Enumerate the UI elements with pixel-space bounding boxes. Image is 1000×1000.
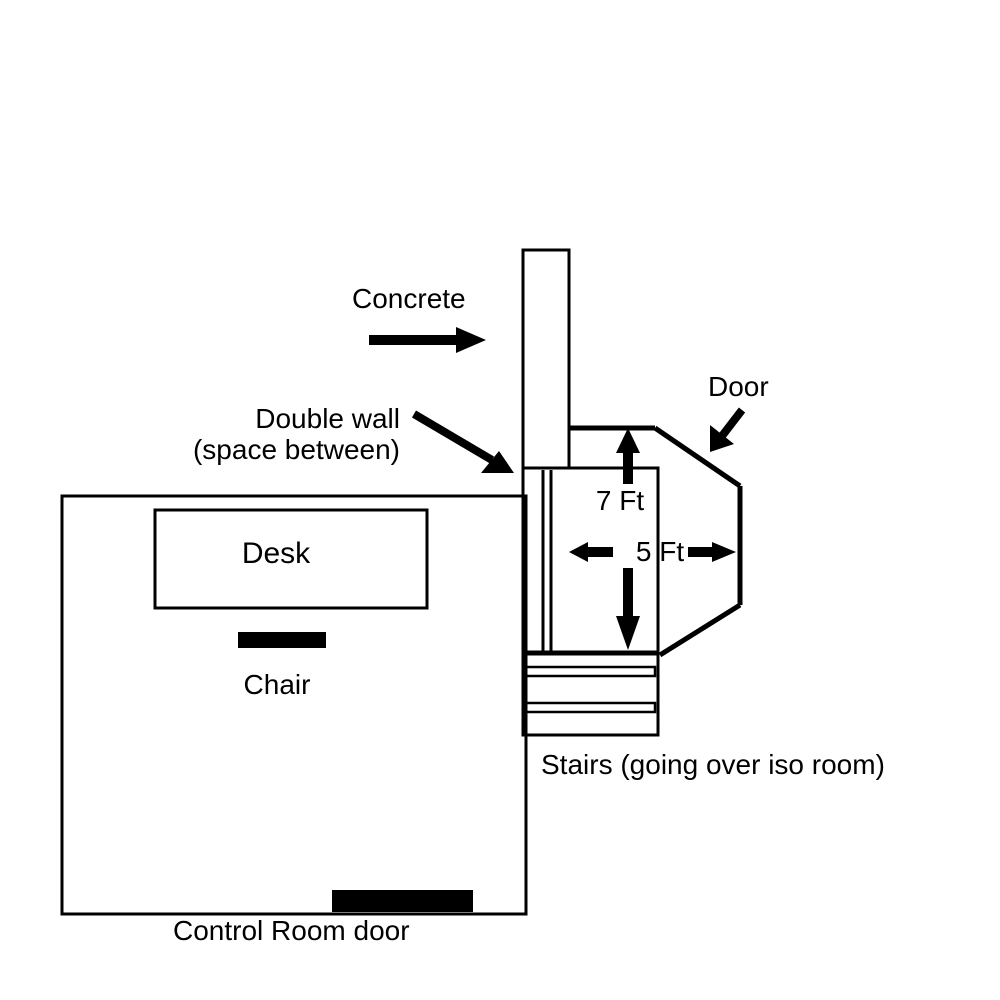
- concrete-label: Concrete: [352, 283, 466, 314]
- chair-label: Chair: [244, 669, 311, 700]
- door-label: Door: [708, 371, 769, 402]
- desk: [153, 508, 429, 610]
- width-dimension-arrow: [569, 542, 736, 562]
- control-room-door: [332, 890, 473, 912]
- concrete-arrow: [369, 327, 486, 353]
- stairs-label: Stairs (going over iso room): [541, 749, 885, 780]
- height-dimension-arrow: [616, 428, 640, 650]
- double-wall-label-line1: Double wall: [255, 403, 400, 434]
- concrete-column: [521, 248, 571, 470]
- double-wall-label-line2: (space between): [193, 434, 400, 465]
- desk-label: Desk: [242, 537, 311, 570]
- stairs: [521, 651, 660, 737]
- chair: [238, 632, 326, 648]
- double-wall-arrow: [411, 410, 514, 473]
- door-arrow: [710, 407, 746, 452]
- width-dimension-label: 5 Ft: [636, 536, 684, 567]
- height-dimension-label: 7 Ft: [596, 485, 644, 516]
- control-room-door-label: Control Room door: [173, 915, 410, 946]
